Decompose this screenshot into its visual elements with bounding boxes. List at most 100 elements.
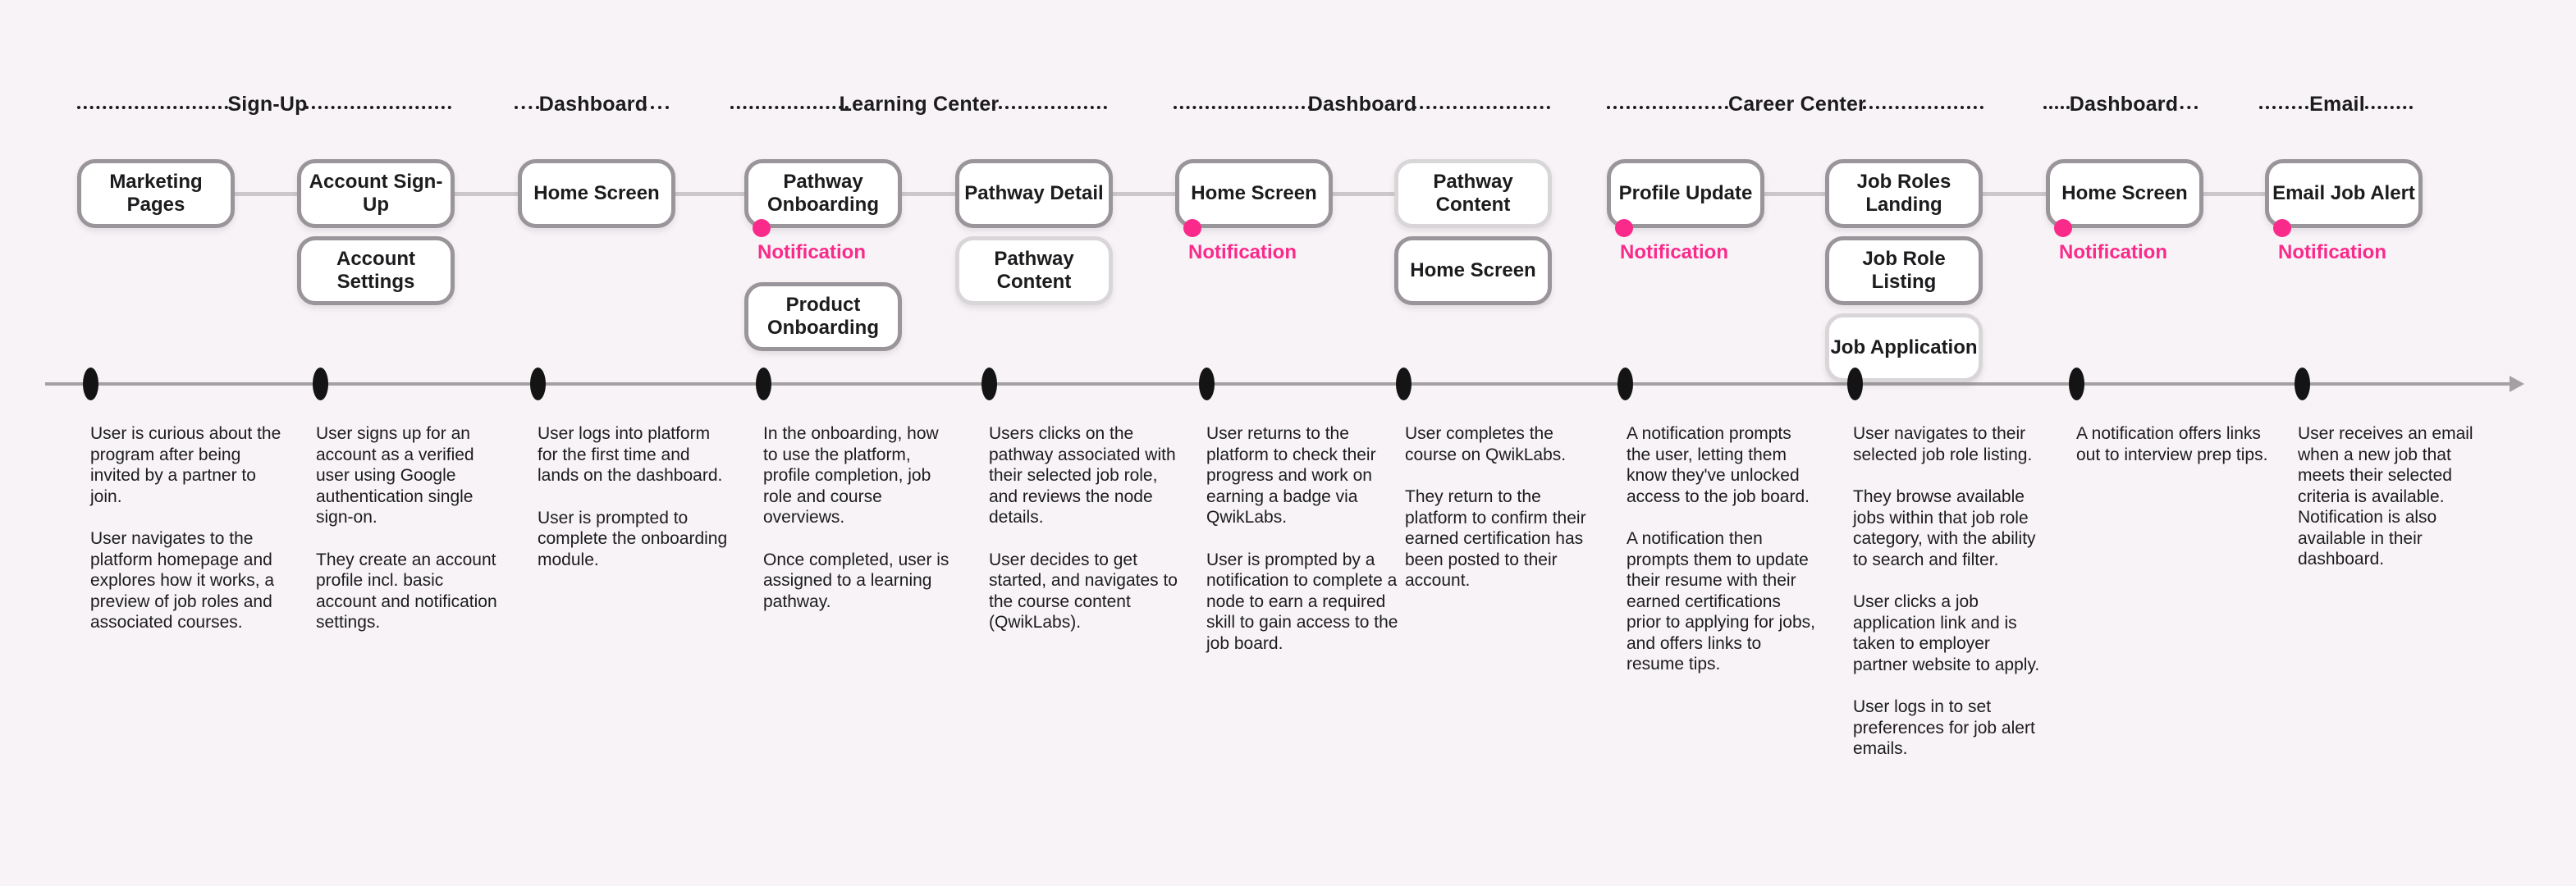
connector-line xyxy=(1113,192,1175,196)
section-dotted-line xyxy=(2043,106,2070,109)
step-paragraph: Once completed, user is assigned to a le… xyxy=(763,550,949,611)
connector-line xyxy=(235,192,297,196)
step-paragraph: Users clicks on the pathway associated w… xyxy=(989,424,1176,527)
step-description: User signs up for an account as a verifi… xyxy=(316,423,508,655)
screen-box-label: Job Role Listing xyxy=(1862,248,1946,293)
step-description: A notification prompts the user, letting… xyxy=(1627,423,1819,696)
screen-box-label: Pathway Detail xyxy=(964,182,1104,204)
section-dotted-line xyxy=(1863,106,1983,109)
connector-line xyxy=(1983,192,2046,196)
step-paragraph: In the onboarding, how to use the platfo… xyxy=(763,424,939,527)
step-paragraph: User navigates to the platform homepage … xyxy=(90,529,275,632)
connector-line xyxy=(455,192,518,196)
screen-box-marketing-pages: Marketing Pages xyxy=(77,159,235,228)
notification-label: Notification xyxy=(1620,241,1728,263)
notification-dot xyxy=(1183,219,1201,237)
notification-label: Notification xyxy=(757,241,866,263)
notification-label: Notification xyxy=(1188,241,1297,263)
screen-box-home-screen: Home Screen xyxy=(2046,159,2203,228)
screen-box-label: Pathway Onboarding xyxy=(767,171,879,216)
screen-box-pathway-content: Pathway Content xyxy=(955,236,1113,305)
section-header-learning-center: Learning Center xyxy=(839,93,1000,116)
connector-line xyxy=(1333,192,1394,196)
section-dotted-line xyxy=(1174,106,1311,109)
screen-box-label: Home Screen xyxy=(533,182,660,204)
step-paragraph: They browse available jobs within that j… xyxy=(1853,487,2036,569)
notification-label: Notification xyxy=(2278,241,2386,263)
screen-box-job-roles-landing: Job Roles Landing xyxy=(1825,159,1983,228)
section-dotted-line xyxy=(1607,106,1728,109)
screen-box-label: Home Screen xyxy=(2061,182,2188,204)
step-description: A notification offers links out to inter… xyxy=(2076,423,2268,486)
step-paragraph: User returns to the platform to check th… xyxy=(1206,424,1376,527)
step-description: User receives an email when a new job th… xyxy=(2298,423,2490,591)
notification-dot xyxy=(1615,219,1633,237)
step-paragraph: A notification then prompts them to upda… xyxy=(1627,529,1815,674)
timeline-dot xyxy=(1847,368,1863,400)
section-header-email: Email xyxy=(2309,93,2365,116)
screen-box-home-screen: Home Screen xyxy=(1394,236,1552,305)
screen-box-product-onboarding: Product Onboarding xyxy=(744,282,902,351)
arrow-right-icon xyxy=(2510,376,2524,392)
screen-box-label: Account Settings xyxy=(336,248,415,293)
notification-label: Notification xyxy=(2059,241,2167,263)
screen-box-pathway-content: Pathway Content xyxy=(1394,159,1552,228)
section-dotted-line xyxy=(2173,106,2198,109)
step-paragraph: User signs up for an account as a verifi… xyxy=(316,424,474,527)
screen-box-label: Profile Update xyxy=(1618,182,1753,204)
screen-box-label: Job Roles Landing xyxy=(1856,171,1951,216)
screen-box-profile-update: Profile Update xyxy=(1607,159,1764,228)
step-description: Users clicks on the pathway associated w… xyxy=(989,423,1181,655)
step-description: User completes the course on QwikLabs. Th… xyxy=(1405,423,1597,613)
timeline-dot xyxy=(1396,368,1412,400)
section-header-sign-up: Sign-Up xyxy=(227,93,308,116)
screen-box-home-screen: Home Screen xyxy=(518,159,675,228)
timeline-dot xyxy=(981,368,997,400)
screen-box-pathway-onboarding: Pathway Onboarding xyxy=(744,159,902,228)
step-paragraph: User decides to get started, and navigat… xyxy=(989,550,1178,633)
notification-dot xyxy=(2054,219,2072,237)
step-description: In the onboarding, how to use the platfo… xyxy=(763,423,955,633)
timeline-dot xyxy=(1617,368,1633,400)
section-dotted-line xyxy=(305,106,451,109)
section-header-dashboard: Dashboard xyxy=(538,93,648,116)
step-paragraph: User navigates to their selected job rol… xyxy=(1853,424,2033,464)
step-paragraph: User is curious about the program after … xyxy=(90,424,281,506)
screen-box-label: Home Screen xyxy=(1191,182,1317,204)
screen-box-label: Product Onboarding xyxy=(767,294,879,339)
step-paragraph: A notification prompts the user, letting… xyxy=(1627,424,1810,506)
notification-dot xyxy=(2273,219,2291,237)
screen-box-label: Email Job Alert xyxy=(2272,182,2415,204)
timeline-dot xyxy=(2295,368,2310,400)
screen-box-email-job-alert: Email Job Alert xyxy=(2265,159,2423,228)
timeline-dot xyxy=(313,368,328,400)
step-paragraph: They return to the platform to confirm t… xyxy=(1405,487,1586,590)
section-header-dashboard: Dashboard xyxy=(2069,93,2179,116)
screen-box-account-settings: Account Settings xyxy=(297,236,455,305)
section-header-career-center: Career Center xyxy=(1728,93,1866,116)
section-dotted-line xyxy=(2365,106,2413,109)
step-description: User is curious about the program after … xyxy=(90,423,282,655)
section-dotted-line xyxy=(730,106,849,109)
section-dotted-line xyxy=(77,106,228,109)
section-dotted-line xyxy=(2259,106,2308,109)
screen-box-job-role-listing: Job Role Listing xyxy=(1825,236,1983,305)
timeline-dot xyxy=(1199,368,1215,400)
step-paragraph: User is prompted by a notification to co… xyxy=(1206,550,1398,653)
screen-box-label: Pathway Content xyxy=(1433,171,1513,216)
screen-box-label: Home Screen xyxy=(1410,259,1536,281)
screen-box-label: Marketing Pages xyxy=(109,171,203,216)
screen-box-label: Job Application xyxy=(1830,336,1978,359)
connector-line xyxy=(675,192,744,196)
screen-box-label: Account Sign-Up xyxy=(309,171,443,216)
screen-box-home-screen: Home Screen xyxy=(1175,159,1333,228)
screen-box-label: Pathway Content xyxy=(994,248,1074,293)
step-description: User returns to the platform to check th… xyxy=(1206,423,1398,675)
step-paragraph: User completes the course on QwikLabs. xyxy=(1405,424,1567,464)
timeline-dot xyxy=(83,368,98,400)
step-paragraph: User receives an email when a new job th… xyxy=(2298,424,2473,569)
screen-box-account-sign-up: Account Sign-Up xyxy=(297,159,455,228)
timeline-dot xyxy=(756,368,771,400)
timeline-axis xyxy=(45,382,2510,386)
